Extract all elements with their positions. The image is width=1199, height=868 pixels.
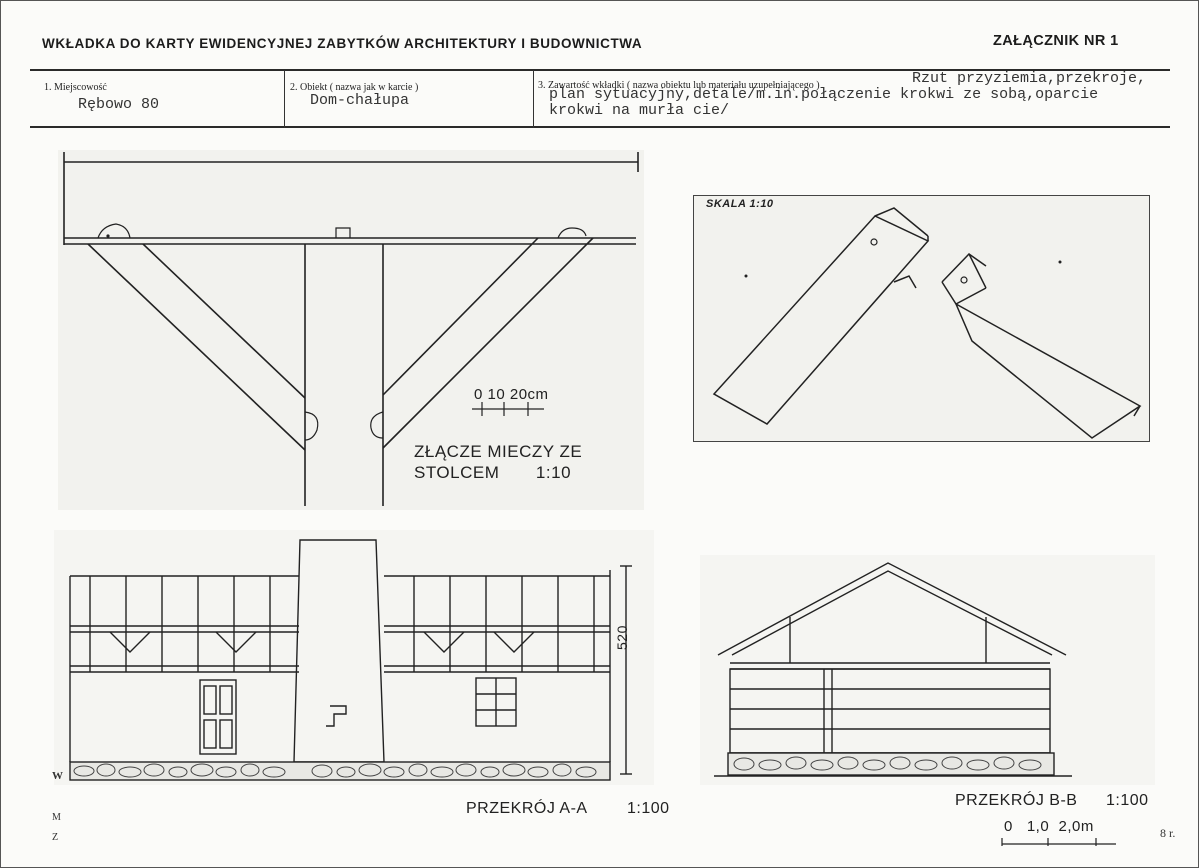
rafter-joint-svg xyxy=(712,207,1142,439)
section-a-height: 520 xyxy=(614,625,630,650)
annex-number: ZAŁĄCZNIK NR 1 xyxy=(993,33,1119,49)
brace-joint-title-1: ZŁĄCZE MIECZY ZE xyxy=(414,442,583,461)
brace-joint-title-2: STOLCEM 1:10 xyxy=(414,463,572,482)
dot-icon xyxy=(744,274,748,278)
contents-line-3: krokwi na murła cie/ xyxy=(549,102,730,119)
peg-hole-icon xyxy=(106,234,110,238)
section-a-svg xyxy=(69,539,632,781)
brace-joint-drawing: 0 10 20cm ZŁĄCZE MIECZY ZE STOLCEM 1:10 xyxy=(58,150,644,510)
rafter-joint-scale: SKALA 1:10 xyxy=(706,198,774,210)
field-divider-2 xyxy=(533,70,534,128)
peg-hole-icon xyxy=(870,238,878,246)
rafter-joint-drawing: SKALA 1:10 xyxy=(693,195,1150,442)
location-label: 1. Miejscowość xyxy=(44,82,107,93)
object-value: Dom-chałupa xyxy=(310,92,410,109)
contents-line-2: plan sytuacyjny,detale/m.in.połączenie k… xyxy=(549,86,1099,103)
object-label: 2. Obiekt ( nazwa jak w karcie ) xyxy=(290,82,419,93)
section-b-svg xyxy=(714,562,1072,777)
footer-left-z: Z xyxy=(52,832,59,843)
field-divider-1 xyxy=(284,70,285,128)
header-rule-bottom xyxy=(30,126,1170,128)
document-title: WKŁADKA DO KARTY EWIDENCYJNEJ ZABYTKÓW A… xyxy=(42,36,643,51)
section-b-scalebar: 0 1,0 2,0m xyxy=(1004,818,1094,835)
section-b-scalebar-ticks xyxy=(1001,838,1116,846)
location-value: Rębowo 80 xyxy=(78,96,160,113)
section-a-drawing: 520 xyxy=(54,530,654,785)
peg-hole-icon xyxy=(960,276,968,284)
brace-joint-scalebar: 0 10 20cm xyxy=(474,386,549,403)
header-rule-top xyxy=(30,69,1170,71)
section-b-title: PRZEKRÓJ B-B xyxy=(955,792,1078,809)
section-b-scale: 1:100 xyxy=(1106,792,1149,809)
dot-icon xyxy=(1058,260,1062,264)
section-a-scale: 1:100 xyxy=(627,800,670,817)
page-number: 8 r. xyxy=(1160,826,1176,840)
section-a-left-mark: W xyxy=(52,770,63,782)
brace-joint-svg xyxy=(63,152,639,506)
contents-line-1: Rzut przyziemia,przekroje, xyxy=(912,70,1147,87)
section-b-drawing xyxy=(700,555,1155,785)
section-a-title: PRZEKRÓJ A-A xyxy=(466,800,588,817)
contents-label: 3. Zawartość wkładki ( nazwa obiektu lub… xyxy=(538,80,820,91)
footer-left-m: M xyxy=(52,812,61,823)
